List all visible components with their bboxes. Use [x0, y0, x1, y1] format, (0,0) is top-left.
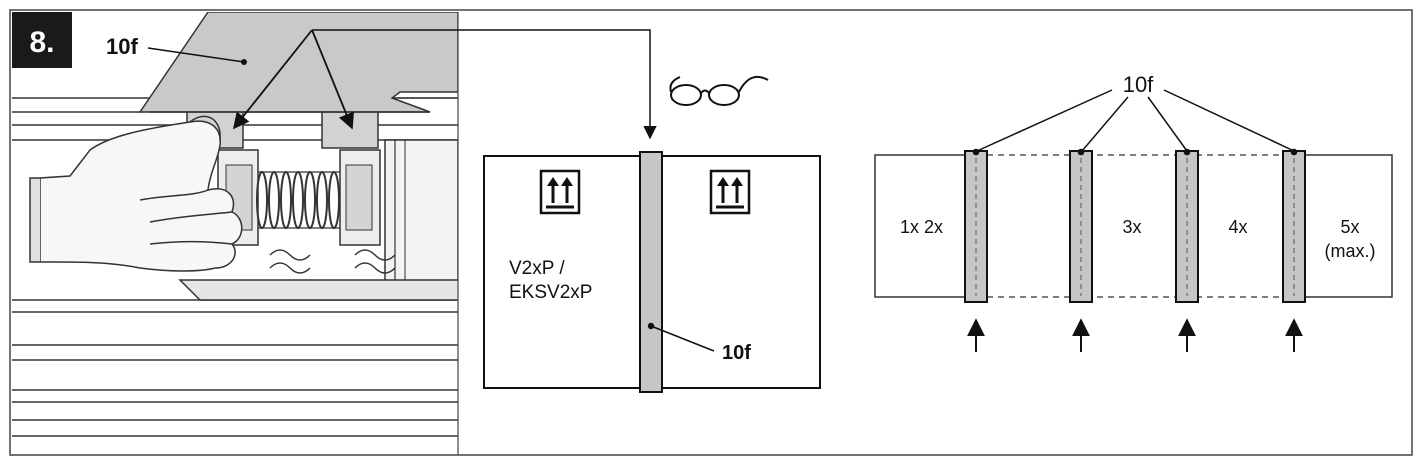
strap-10f	[639, 151, 663, 393]
position-label-3: 4x	[1228, 217, 1247, 237]
strap-leader	[650, 325, 715, 352]
position-up-arrows	[967, 318, 1303, 352]
left-part-label: 10f	[106, 34, 138, 59]
step-number: 8.	[29, 26, 54, 59]
right-part-label: 10f	[1123, 72, 1154, 97]
strap-position-1	[964, 148, 988, 303]
glasses-icon	[669, 76, 769, 106]
strap-position-4	[1282, 148, 1306, 303]
position-label-4-line2: (max.)	[1325, 241, 1376, 261]
strap-position-2	[1069, 148, 1093, 303]
this-side-up-arrows-icon-left	[539, 169, 581, 215]
step-badge	[12, 12, 72, 68]
left-illustration	[12, 12, 458, 437]
middle-part-label: 10f	[722, 342, 751, 364]
model-label-line2: EKSV2xP	[509, 282, 592, 303]
position-label-1: 1x 2x	[900, 217, 943, 237]
this-side-up-arrows-icon-right	[709, 169, 751, 215]
right-part-leaders	[976, 89, 1295, 152]
position-label-2: 3x	[1122, 217, 1141, 237]
strap-position-3	[1175, 148, 1199, 303]
outer-frame	[9, 9, 1413, 456]
position-label-4-line1: 5x	[1340, 217, 1359, 237]
model-label-line1: V2xP /	[509, 258, 565, 279]
connector-arrow	[312, 29, 657, 140]
